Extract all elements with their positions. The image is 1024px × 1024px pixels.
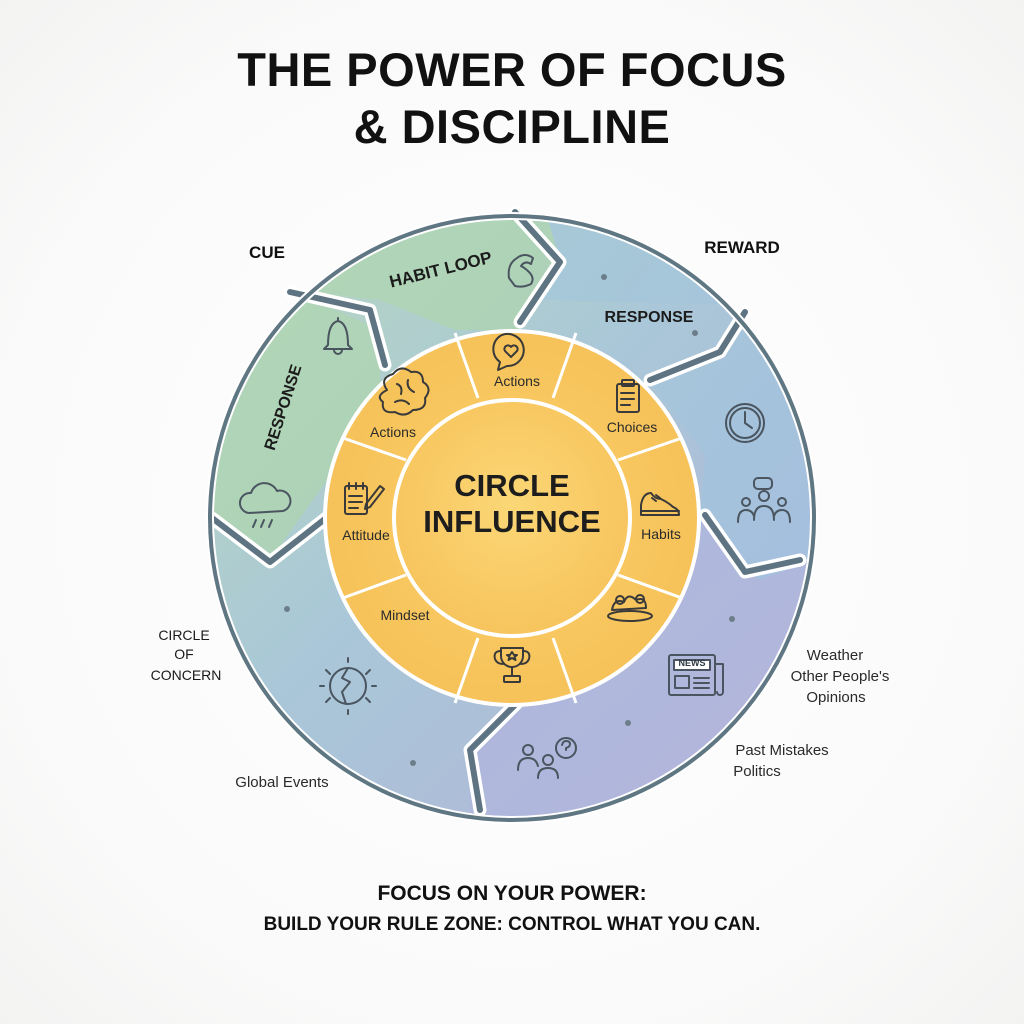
loop-dividers [205, 205, 807, 817]
concern-label-line3: CONCERN [151, 667, 222, 683]
footer-line1: FOCUS ON YOUR POWER: [377, 882, 647, 905]
food-plate-icon [607, 594, 653, 622]
people-question-icon [517, 737, 577, 779]
concern-label-line2: OF [174, 646, 193, 662]
concern-item-other-people-line1: Other People's [791, 668, 890, 685]
clock-icon [725, 403, 765, 443]
ring-label-actions-left: Actions [370, 424, 416, 440]
bell-icon [323, 317, 353, 355]
brain-icon [378, 367, 430, 416]
news-icon-text: NEWS [679, 658, 706, 668]
notepad-pen-icon [344, 482, 385, 515]
concern-item-politics: Politics [733, 763, 781, 780]
concern-label-line1: CIRCLE [158, 627, 209, 643]
broken-globe-icon [319, 657, 377, 715]
reward-label: REWARD [704, 238, 780, 257]
center-circle [392, 398, 632, 638]
page-title-line2: & DISCIPLINE [353, 100, 671, 153]
ring-label-habits: Habits [641, 526, 681, 542]
concern-item-other-people-line2: Opinions [806, 689, 865, 706]
rain-cloud-icon [239, 482, 292, 528]
center-label-line1: CIRCLE [454, 468, 569, 503]
response-label-right: RESPONSE [605, 309, 694, 326]
ring-label-actions-top: Actions [494, 373, 540, 389]
sneaker-icon [640, 492, 680, 516]
trophy-icon [493, 647, 531, 683]
page-title-line1: THE POWER OF FOCUS [237, 43, 787, 96]
ring-label-mindset: Mindset [380, 607, 429, 623]
group-talking-icon [737, 477, 791, 523]
ring-label-choices: Choices [607, 419, 658, 435]
clipboard-icon [616, 379, 640, 413]
flexed-arm-icon [507, 254, 534, 288]
decor-dots [284, 274, 735, 766]
cue-label: CUE [249, 243, 285, 262]
center-label-line2: INFLUENCE [423, 504, 600, 539]
concern-item-past-mistakes: Past Mistakes [735, 742, 828, 759]
newspaper-icon [668, 654, 724, 696]
circle-of-influence-ring [323, 329, 701, 707]
ring-spokes [342, 332, 683, 704]
footer-line2: BUILD YOUR RULE ZONE: CONTROL WHAT YOU C… [263, 914, 761, 935]
concern-item-global-events: Global Events [235, 774, 328, 791]
heart-chat-icon [492, 333, 525, 371]
concern-item-weather: Weather [807, 647, 863, 664]
ring-label-attitude: Attitude [342, 527, 390, 543]
